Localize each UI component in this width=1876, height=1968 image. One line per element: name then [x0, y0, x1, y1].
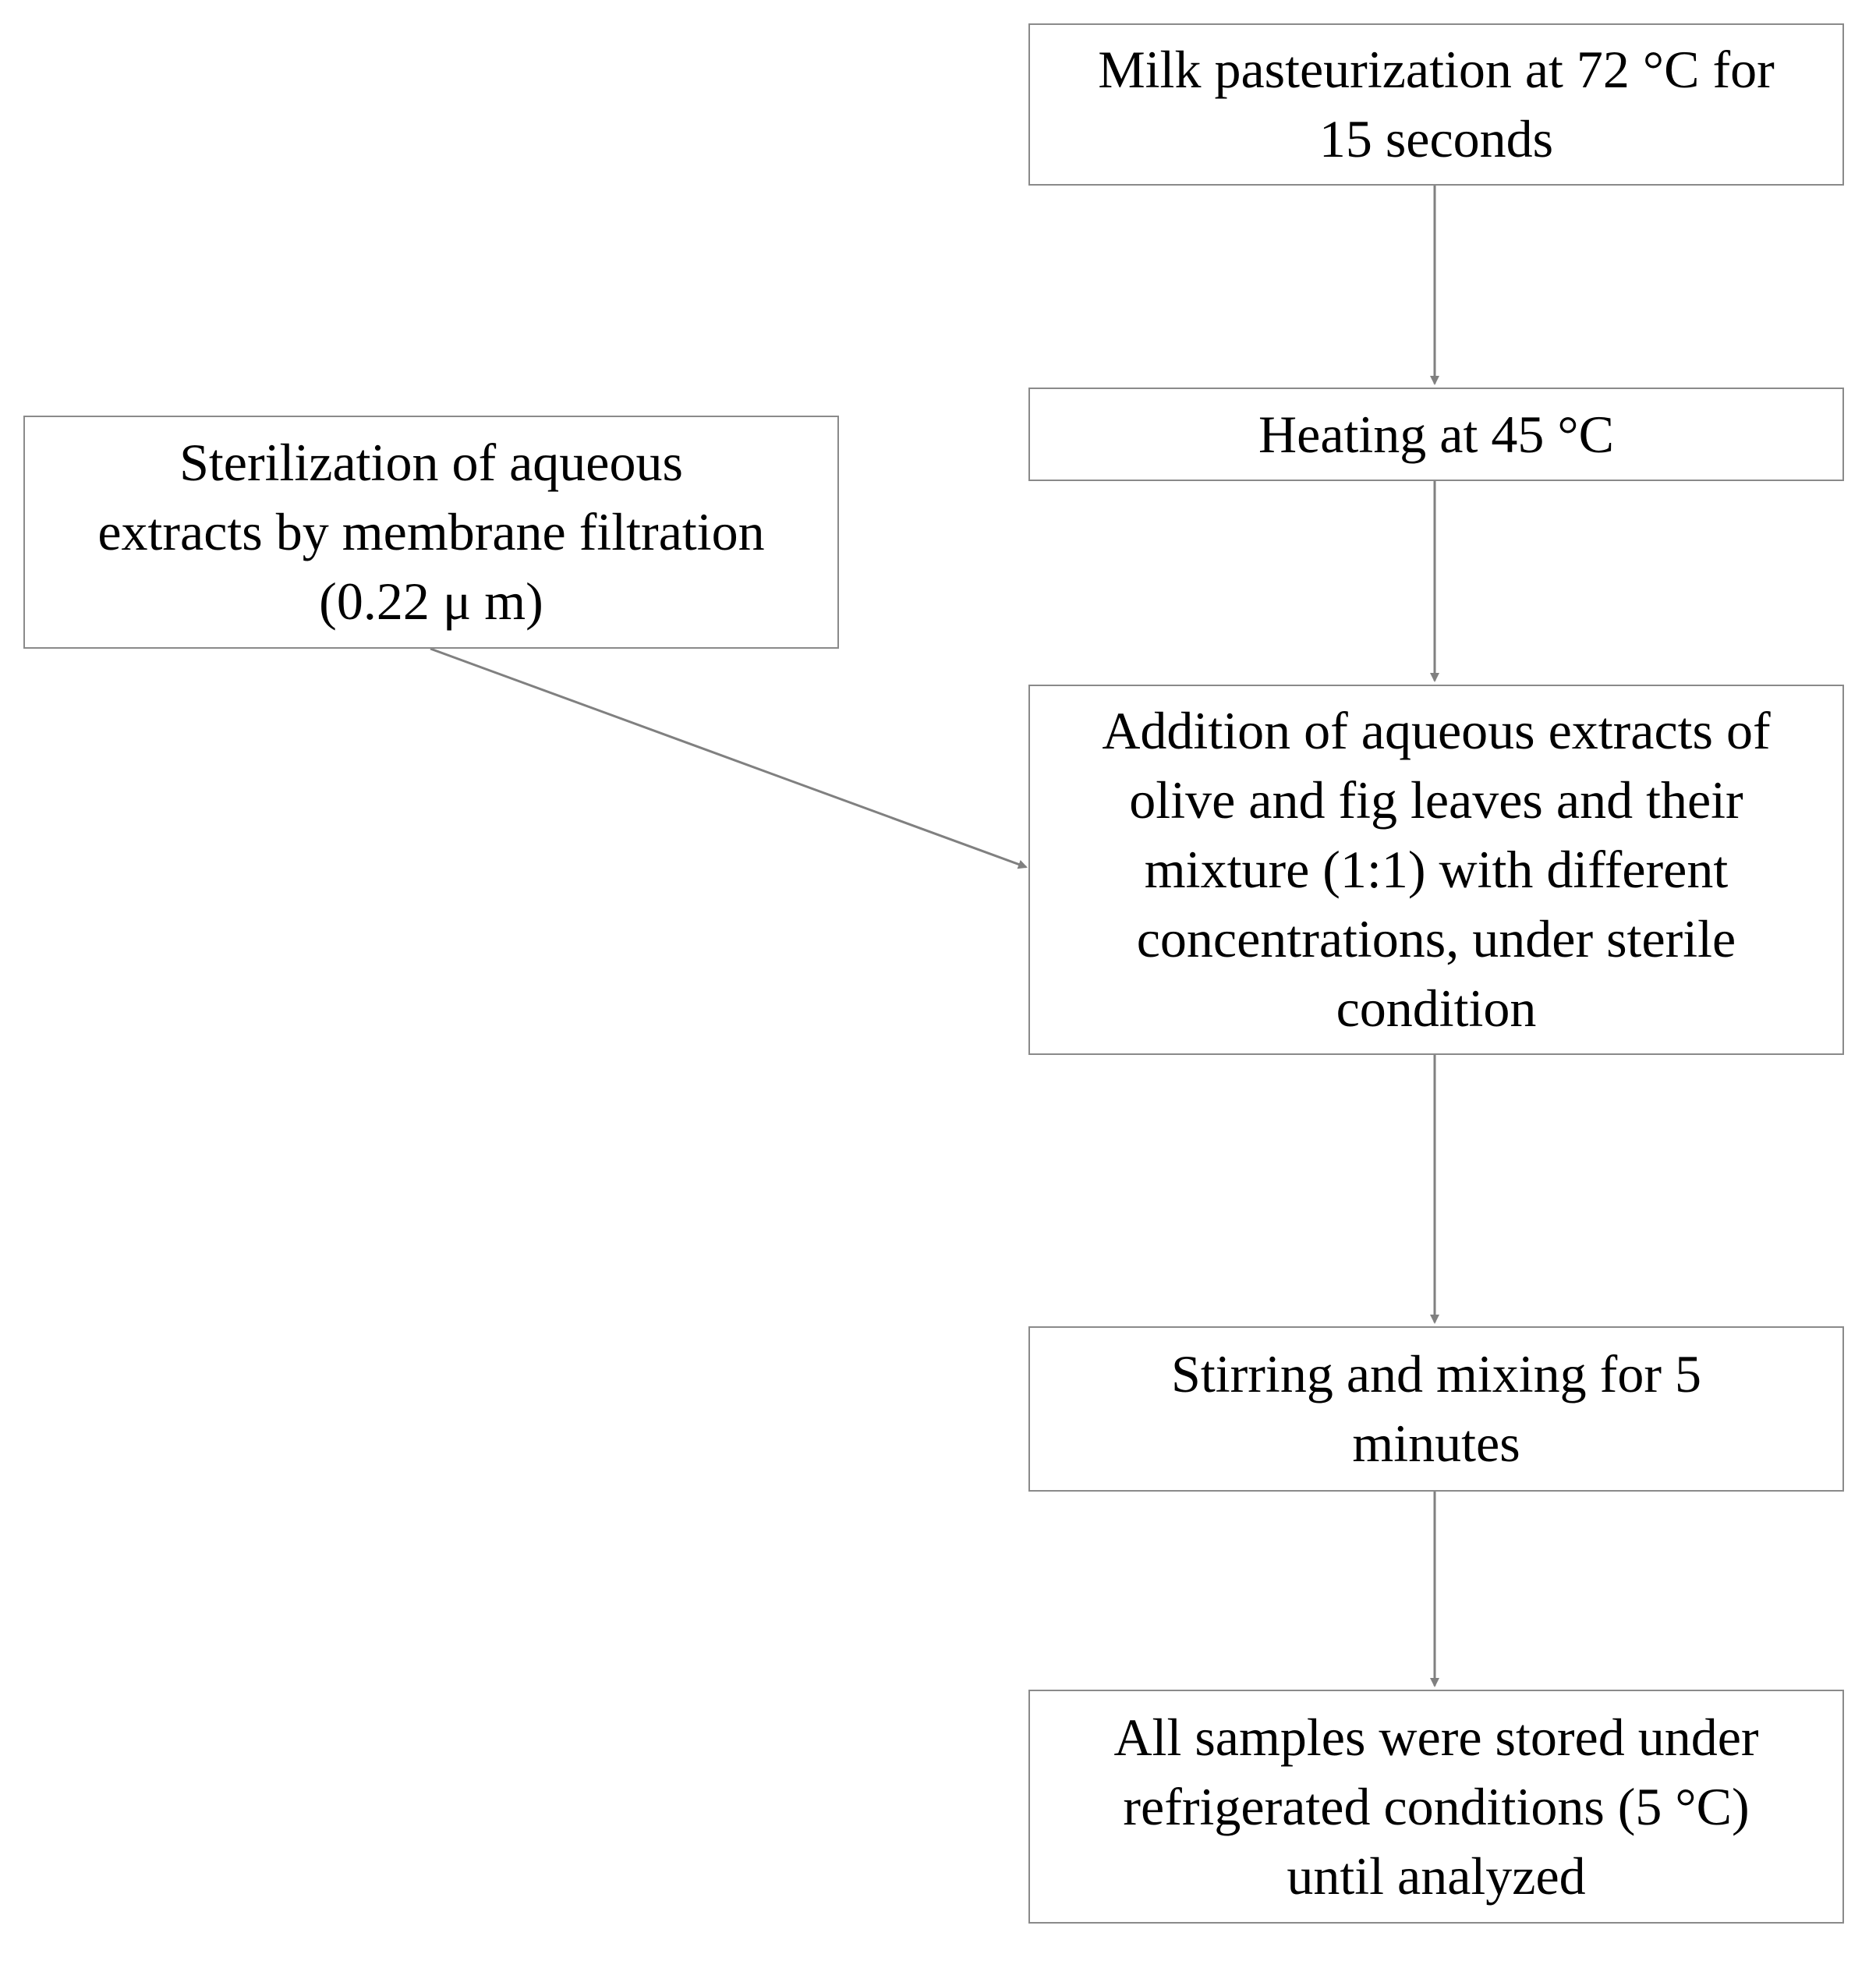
step-pasteurization-box: Milk pasteurization at 72 °C for 15 seco… — [1028, 23, 1844, 186]
step-addition-line-4: concentrations, under sterile — [1136, 909, 1736, 968]
step-storage-line-1: All samples were stored under — [1113, 1707, 1759, 1767]
step-addition-box: Addition of aqueous extracts of olive an… — [1028, 685, 1844, 1055]
step-storage-line-3: until analyzed — [1287, 1846, 1586, 1906]
step-stirring-line-1: Stirring and mixing for 5 — [1171, 1344, 1701, 1403]
arrow-side-to-step3 — [430, 647, 1028, 869]
side-sterilization-line-2: extracts by membrane filtration — [97, 502, 765, 561]
step-addition-line-2: olive and fig leaves and their — [1129, 770, 1743, 830]
step-storage-box: All samples were stored under refrigerat… — [1028, 1690, 1844, 1924]
step-stirring-line-2: minutes — [1352, 1414, 1520, 1473]
side-sterilization-box: Sterilization of aqueous extracts by mem… — [23, 416, 839, 649]
step-addition-line-1: Addition of aqueous extracts of — [1102, 701, 1771, 760]
step-storage-line-2: refrigerated conditions (5 °C) — [1123, 1776, 1750, 1836]
step-pasteurization-line-1: Milk pasteurization at 72 °C for — [1098, 40, 1775, 99]
step-stirring-box: Stirring and mixing for 5 minutes — [1028, 1326, 1844, 1492]
step-pasteurization-line-2: 15 seconds — [1319, 109, 1554, 168]
side-sterilization-line-1: Sterilization of aqueous — [179, 433, 683, 492]
step-heating-line-1: Heating at 45 °C — [1258, 404, 1614, 464]
step-addition-line-3: mixture (1:1) with different — [1144, 840, 1729, 899]
step-addition-line-5: condition — [1336, 979, 1537, 1038]
side-sterilization-line-3: (0.22 μ m) — [319, 572, 543, 631]
step-heating-box: Heating at 45 °C — [1028, 388, 1844, 481]
